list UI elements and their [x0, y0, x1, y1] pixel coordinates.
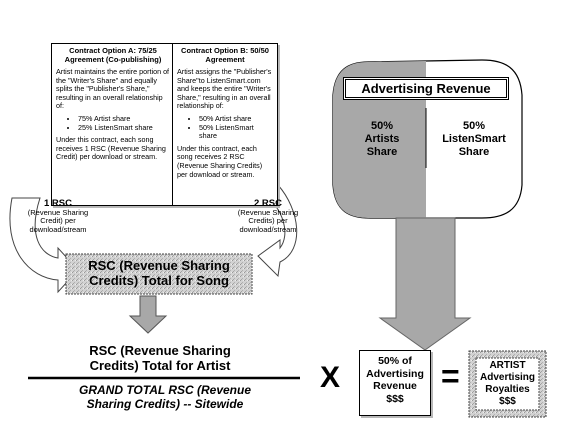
grand-total-line1: GRAND TOTAL RSC (Revenue: [78, 383, 252, 397]
artist-share-line2: Share: [366, 146, 398, 158]
ad-result-box: 50% of Advertising Revenue $$$: [359, 350, 431, 416]
listensmart-share-label: 50% ListenSmart Share: [432, 120, 516, 159]
option-a-title-line2: Agreement (Co-publishing): [64, 55, 162, 64]
down-arrow-small: [128, 295, 168, 334]
equals-sign: =: [441, 358, 460, 394]
right-arrow-line1: (Revenue Sharing: [237, 207, 299, 217]
ad-result-line4: $$$: [386, 392, 404, 405]
left-arrow-line1: (Revenue Sharing: [27, 207, 89, 217]
artist-total-label: RSC (Revenue Sharing Credits) Total for …: [50, 343, 270, 373]
right-curved-arrow: [257, 184, 298, 278]
advertising-title-box: Advertising Revenue: [345, 79, 507, 98]
song-total-box: [65, 253, 253, 295]
option-a-bullet2: 25% ListenSmart share: [78, 123, 170, 133]
option-b-body: Artist assigns the "Publisher's Share"to…: [177, 67, 273, 179]
artist-total-line1: RSC (Revenue Sharing: [89, 343, 231, 358]
listensmart-share-line2: Share: [458, 146, 490, 158]
ad-result-line3: Revenue: [373, 380, 417, 392]
multiply-sign: X: [320, 361, 341, 394]
option-a-bullet1: 75% Artist share: [78, 114, 170, 124]
listensmart-share-line1: ListenSmart: [442, 133, 506, 145]
left-arrow-label: 1 RSC (Revenue Sharing Credit) per downl…: [20, 198, 96, 234]
option-b-bullet1: 50% Artist share: [199, 114, 273, 124]
option-a-title-line1: Contract Option A: 75/25: [69, 46, 157, 55]
ad-result-line2: Advertising: [366, 367, 424, 380]
option-b-title-line1: Contract Option B: 50/50: [181, 46, 269, 55]
left-arrow-line2: Credit) per: [40, 216, 76, 225]
advertising-title: Advertising Revenue: [361, 81, 491, 96]
option-b-bullet2: 50% ListenSmart share: [199, 123, 273, 141]
left-arrow-line3: download/stream: [29, 224, 87, 234]
option-b-title: Contract Option B: 50/50 Agreement: [177, 46, 273, 64]
down-arrow-large: [378, 217, 472, 351]
artist-share-label: 50% Artists Share: [343, 120, 421, 159]
song-total-label: RSC (Revenue Sharing Credits) Total for …: [66, 258, 252, 288]
ad-result-line1: 50% of: [378, 355, 412, 367]
contract-option-a: Contract Option A: 75/25 Agreement (Co-p…: [51, 43, 175, 206]
option-b-para2: Under this contract, each song receives …: [177, 143, 263, 179]
right-arrow-line3: download/stream: [239, 224, 297, 234]
contract-option-b: Contract Option B: 50/50 Agreement Artis…: [172, 43, 278, 206]
royalties-line3: Royalties: [485, 384, 530, 395]
option-b-para1: Artist assigns the "Publisher's Share"to…: [177, 67, 272, 111]
left-arrow-head: 1 RSC: [44, 198, 72, 209]
song-total-line1: RSC (Revenue Sharing: [88, 258, 230, 273]
royalties-line1: ARTIST: [489, 360, 526, 371]
royalties-line2: Advertising: [479, 372, 535, 383]
artist-share-half: [333, 61, 426, 218]
right-arrow-label: 2 RSC (Revenue Sharing Credits) per down…: [230, 198, 306, 234]
listensmart-share-pct: 50%: [462, 120, 486, 132]
option-a-title: Contract Option A: 75/25 Agreement (Co-p…: [56, 46, 170, 64]
song-total-line2: Credits) Total for Song: [89, 273, 229, 288]
right-arrow-line2: Credits) per: [248, 216, 288, 225]
right-arrow-head: 2 RSC: [254, 198, 282, 209]
royalties-line4: $$$: [499, 396, 516, 407]
option-b-bullets: 50% Artist share 50% ListenSmart share: [177, 114, 273, 141]
option-a-para1: Artist maintains the entire portion of t…: [56, 67, 170, 111]
artist-total-line2: Credits) Total for Artist: [89, 358, 231, 373]
royalties-label: ARTIST Advertising Royalties $$$: [476, 358, 539, 408]
option-a-body: Artist maintains the entire portion of t…: [56, 67, 170, 162]
grand-total-line2: Sharing Credits) -- Sitewide: [86, 397, 244, 411]
artist-share-line1: Artists: [364, 133, 400, 145]
option-a-bullets: 75% Artist share 25% ListenSmart share: [56, 114, 170, 133]
artist-share-pct: 50%: [370, 120, 394, 132]
option-b-title-line2: Agreement: [205, 55, 245, 64]
grand-total-label: GRAND TOTAL RSC (Revenue Sharing Credits…: [40, 383, 290, 411]
option-a-para2: Under this contract, each song receives …: [56, 135, 166, 162]
